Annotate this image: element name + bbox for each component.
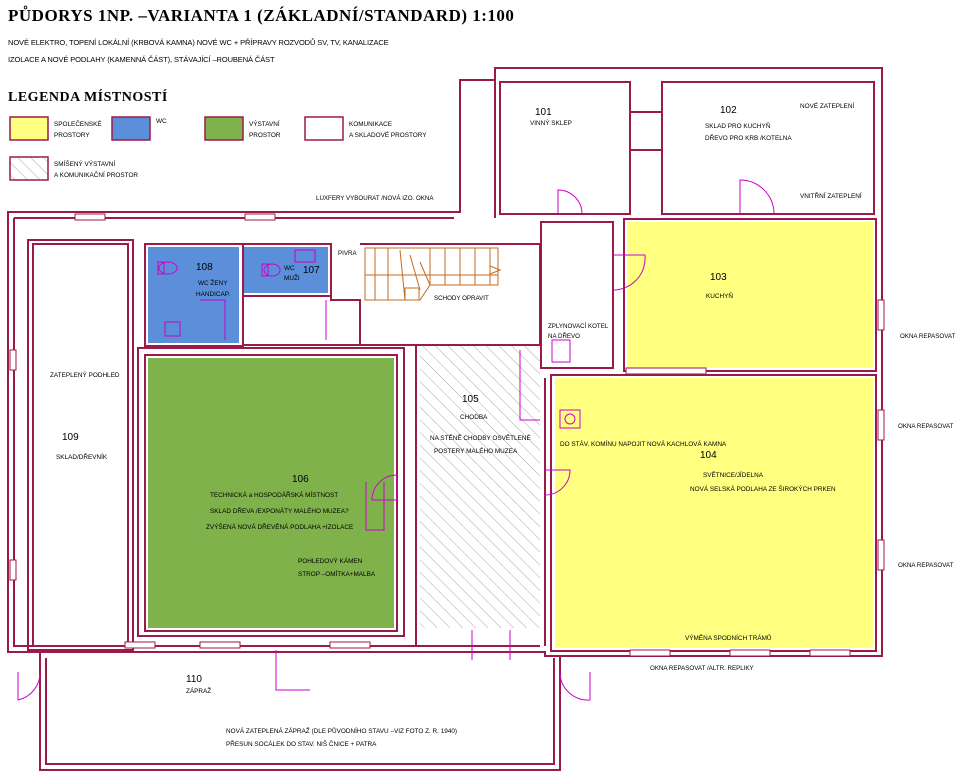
drawing-subtitle-2: IZOLACE A NOVÉ PODLAHY (KAMENNÁ ČÁST), S… <box>8 55 275 64</box>
fixtures <box>157 249 581 429</box>
room-104-stove-note: DO STÁV. KOMÍNU NAPOJIT NOVÁ KACHLOVÁ KA… <box>560 439 727 448</box>
room-109-name: SKLAD/DŘEVNÍK <box>56 452 108 461</box>
note-window-3: OKNA REPASOVAT <box>898 562 954 569</box>
annotations: LUXFERY VYBOURAT /NOVÁ IZO. OKNA PIVRA S… <box>316 195 956 672</box>
room-103-fill <box>627 222 873 368</box>
walls <box>7 67 883 771</box>
room-106-fill <box>148 358 394 628</box>
room-101-name: VINNÝ SKLEP <box>530 118 572 127</box>
note-window-bottom: OKNA REPASOVAT /ALTR. REPLIKY <box>650 665 754 672</box>
legend-label-exhibition-1: VÝSTAVNÍ <box>249 119 280 128</box>
room-107-number: 107 <box>303 265 320 276</box>
room-106-number: 106 <box>292 474 309 485</box>
room-107-line1: WC <box>284 265 295 272</box>
room-105-line3: POSTERY MALÉHO MUZEA <box>434 446 518 455</box>
room-105-line2: NA STĚNĚ CHODBY OSVĚTLENÉ <box>430 433 531 442</box>
legend-label-social-2: PROSTORY <box>54 132 90 139</box>
legend-swatch-wc <box>111 116 151 141</box>
room-106-line4: POHLEDOVÝ KÁMEN <box>298 556 363 565</box>
legend-label-mixed-2: A KOMUNIKAČNÍ PROSTOR <box>54 170 138 179</box>
room-105-line1: CHODBA <box>460 414 488 421</box>
room-103-number: 103 <box>710 272 727 283</box>
drawing-title: PŮDORYS 1NP. –VARIANTA 1 (ZÁKLADNÍ/STAND… <box>8 6 515 25</box>
legend-title: LEGENDA MÍSTNOSTÍ <box>8 90 168 105</box>
room-104-beams-note: VÝMĚNA SPODNÍCH TRÁMŮ <box>685 633 772 642</box>
windows <box>9 213 885 657</box>
room-104-line1: SVĚTNICE/JÍDELNA <box>703 470 764 479</box>
room-107-line2: MUŽI <box>284 273 300 282</box>
legend-swatch-communication <box>304 116 344 141</box>
room-105-fill <box>420 345 540 628</box>
legend-label-communication-1: KOMUNIKACE <box>349 121 392 128</box>
drawing-subtitle-1: NOVÉ ELEKTRO, TOPENÍ LOKÁLNÍ (KRBOVÁ KAM… <box>8 38 389 47</box>
room-110-number: 110 <box>186 674 202 685</box>
legend-label-communication-2: A SKLADOVÉ PROSTORY <box>349 130 427 139</box>
room-108-line1: WC ŽENY <box>198 278 228 287</box>
room-110-line1: NOVÁ ZATEPLENÁ ZÁPRAŽ (DLE PŮVODNÍHO STA… <box>226 726 457 735</box>
note-pivra: PIVRA <box>338 250 357 257</box>
room-106-line5: STROP –OMÍTKA+MALBA <box>298 569 376 578</box>
note-luxfery: LUXFERY VYBOURAT /NOVÁ IZO. OKNA <box>316 195 434 202</box>
room-105-number: 105 <box>462 394 479 405</box>
legend-swatch-exhibition <box>204 116 244 141</box>
room-104-number: 104 <box>700 450 717 461</box>
legend: SPOLEČENSKÉ PROSTORY WC VÝSTAVNÍ PROSTOR… <box>9 116 427 181</box>
room-104-line2: NOVÁ SELSKÁ PODLAHA ZE ŠIROKÝCH PRKEN <box>690 484 836 493</box>
legend-label-wc: WC <box>156 118 167 125</box>
note-boiler-1: ZPLYNOVACÍ KOTEL <box>548 323 609 330</box>
doors <box>17 179 775 701</box>
room-106-line3: ZVÝŠENÁ NOVÁ DŘEVĚNÁ PODLAHA +IZOLACE <box>206 522 353 531</box>
legend-swatch-social <box>9 116 49 141</box>
room-103-name: KUCHYŇ <box>706 291 733 300</box>
room-104-fill <box>555 378 873 648</box>
room-108-number: 108 <box>196 262 213 273</box>
legend-swatch-mixed <box>9 156 49 181</box>
room-labels: 101 VINNÝ SKLEP 102 SKLAD PRO KUCHYŇ DŘE… <box>50 101 862 748</box>
room-102-line2: DŘEVO PRO KRB /KOTELNA <box>705 133 792 142</box>
room-109-note: ZATEPLENÝ PODHLED <box>50 370 120 379</box>
legend-label-social-1: SPOLEČENSKÉ <box>54 119 102 128</box>
room-110-line2: PŘESUN SOCÁLEK DO STAV. NIŠ ČNICE + PATR… <box>226 739 377 748</box>
legend-label-exhibition-2: PROSTOR <box>249 132 281 139</box>
room-109-number: 109 <box>62 432 79 443</box>
room-108-line2: HANDICAP. <box>196 291 230 298</box>
room-102-line1: SKLAD PRO KUCHYŇ <box>705 121 771 130</box>
note-window-1: OKNA REPASOVAT <box>900 333 956 340</box>
staircase <box>364 247 502 301</box>
room-110-name: ZÁPRAŽ <box>186 686 211 695</box>
note-window-2: OKNA REPASOVAT <box>898 423 954 430</box>
room-107-fill <box>243 247 328 293</box>
note-stairs: SCHODY OPRAVIT <box>434 295 489 302</box>
room-102-number: 102 <box>720 105 737 116</box>
room-106-line2: SKLAD DŘEVA /EXPONÁTY MALÉHO MUZEA? <box>210 506 349 515</box>
room-102-note-bottom: VNITŘNÍ ZATEPLENÍ <box>800 191 862 200</box>
room-101-number: 101 <box>535 107 552 118</box>
room-106-line1: TECHNICKÁ a HOSPODÁŘSKÁ MÍSTNOST <box>210 490 338 499</box>
note-boiler-2: NA DŘEVO <box>548 332 580 340</box>
room-102-note-top: NOVÉ ZATEPLENÍ <box>800 101 854 110</box>
legend-label-mixed-1: SMÍŠENÝ VÝSTAVNÍ <box>54 159 115 168</box>
